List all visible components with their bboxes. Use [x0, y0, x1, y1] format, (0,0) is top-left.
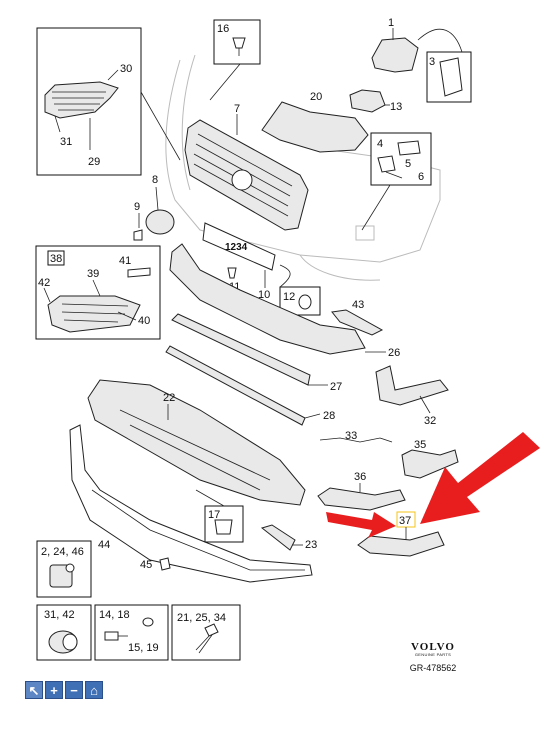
emblem-8: 8 9 — [133, 174, 175, 241]
callout-42: 42 — [38, 277, 50, 289]
callout-26: 26 — [388, 347, 400, 359]
box-14-18-15-19: 14, 18 15, 19 — [94, 604, 169, 661]
carrier-26: 26 — [169, 243, 400, 359]
callout-44: 44 — [98, 539, 110, 551]
arrow-large — [420, 432, 540, 524]
box-21-25-34: 21, 25, 34 — [171, 604, 241, 661]
callout-23: 23 — [305, 539, 317, 551]
callout-6: 6 — [418, 171, 424, 183]
callout-27: 27 — [330, 381, 342, 393]
detail-box-38: 38 39 41 42 40 — [35, 245, 161, 340]
callout-7: 7 — [234, 103, 240, 115]
box-label-15-19: 15, 19 — [128, 642, 159, 654]
bracket-1: 1 3 — [371, 17, 472, 103]
callout-36: 36 — [354, 471, 366, 483]
trim-37: 37 — [357, 511, 445, 557]
detail-box-16: 16 — [213, 19, 261, 65]
box-label-14-18: 14, 18 — [99, 609, 130, 621]
lower-bumper-44: 44 — [69, 424, 313, 583]
bracket-28: 28 — [165, 345, 335, 426]
callout-20: 20 — [310, 91, 322, 103]
bumper-outline — [165, 54, 441, 281]
callout-5: 5 — [405, 158, 411, 170]
box-label-21-25-34: 21, 25, 34 — [177, 612, 226, 624]
callout-12: 12 — [283, 291, 295, 303]
box-label-31-42: 31, 42 — [44, 609, 75, 621]
callout-8: 8 — [152, 174, 158, 186]
detail-box-29: 30 31 29 — [36, 27, 142, 176]
clip-45: 45 — [140, 557, 171, 571]
zoom-out-button[interactable]: − — [65, 681, 83, 699]
trim-23: 23 — [260, 524, 317, 551]
callout-1: 1 — [388, 17, 394, 29]
diagram-reference: GR-478562 — [409, 663, 457, 673]
callout-13: 13 — [390, 101, 402, 113]
skid-plate-22: 22 — [87, 379, 306, 506]
detail-box-4-5-6: 4 5 6 — [370, 132, 432, 186]
harness-33: 33 — [319, 430, 393, 443]
brand-block: VOLVO GENUINE PARTS GR-478562 — [397, 641, 469, 673]
callout-17: 17 — [208, 509, 220, 521]
callout-41: 41 — [119, 255, 131, 267]
callout-4: 4 — [377, 138, 383, 150]
callout-38: 38 — [50, 253, 62, 265]
callout-35: 35 — [414, 439, 426, 451]
callout-43: 43 — [352, 299, 364, 311]
box-label-2-24-46: 2, 24, 46 — [41, 546, 84, 558]
callout-16: 16 — [217, 23, 229, 35]
bracket-27: 27 — [171, 313, 342, 393]
grille-7: 7 — [184, 103, 309, 231]
callout-45: 45 — [140, 559, 152, 571]
viewer-toolbar: ↖ + − ⌂ — [25, 681, 103, 699]
callout-22: 22 — [163, 392, 175, 404]
trim-36: 36 — [317, 471, 406, 511]
callout-3: 3 — [429, 56, 435, 68]
volvo-logo: VOLVO — [411, 641, 455, 653]
highlight-arrows — [326, 432, 540, 538]
bracket-32: 32 — [375, 365, 449, 427]
box-31-42: 31, 42 — [36, 604, 92, 661]
callout-31: 31 — [60, 136, 72, 148]
brand-tagline: GENUINE PARTS — [414, 652, 452, 657]
callout-28: 28 — [323, 410, 335, 422]
callout-40: 40 — [138, 315, 150, 327]
callout-33: 33 — [345, 430, 357, 442]
bracket-35: 35 — [401, 439, 459, 479]
select-pointer-button[interactable]: ↖ — [25, 681, 43, 699]
box-2-24-46: 2, 24, 46 — [36, 540, 92, 598]
detail-box-17: 17 — [204, 505, 244, 543]
trim-43: 43 — [331, 299, 384, 336]
callout-39: 39 — [87, 268, 99, 280]
bracket-20: 20 13 — [261, 89, 402, 153]
callout-30: 30 — [120, 63, 132, 75]
svg-text:1234: 1234 — [225, 242, 248, 253]
home-button[interactable]: ⌂ — [85, 681, 103, 699]
callout-37: 37 — [399, 515, 411, 527]
callout-32: 32 — [424, 415, 436, 427]
callout-10: 10 — [258, 289, 270, 301]
callout-9: 9 — [134, 201, 140, 213]
callout-29: 29 — [88, 156, 100, 168]
zoom-in-button[interactable]: + — [45, 681, 63, 699]
arrow-small — [326, 512, 396, 538]
